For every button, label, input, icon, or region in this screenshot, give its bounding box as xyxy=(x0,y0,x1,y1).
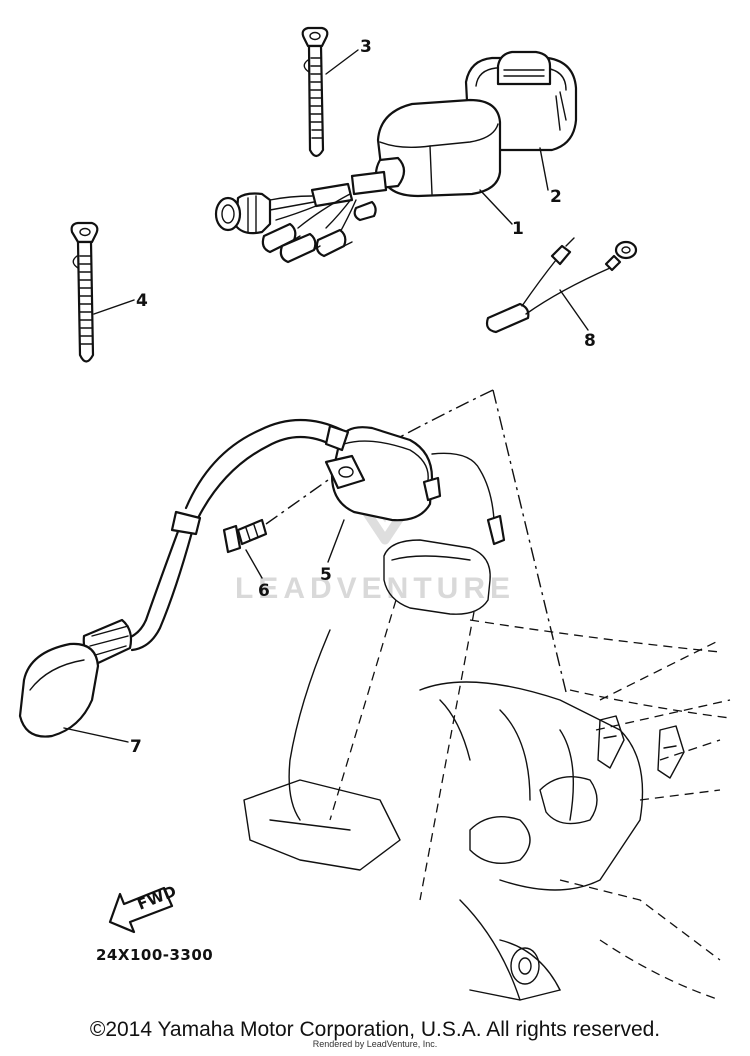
spark-plug-cap[interactable] xyxy=(18,618,133,738)
callout-1: 1 xyxy=(512,219,524,239)
cable-band-upper[interactable] xyxy=(301,26,329,158)
high-tension-cord[interactable] xyxy=(118,418,350,652)
ignition-coil[interactable] xyxy=(324,426,506,546)
callout-5: 5 xyxy=(320,565,332,585)
rendered-by-notice: Rendered by LeadVenture, Inc. xyxy=(312,1039,438,1049)
fwd-arrow: FWD xyxy=(108,882,179,934)
callout-4: 4 xyxy=(136,291,148,311)
lead-wire[interactable] xyxy=(485,237,638,334)
callout-6: 6 xyxy=(258,581,270,601)
callout-8: 8 xyxy=(584,331,596,351)
callout-2: 2 xyxy=(550,187,562,207)
bolt[interactable] xyxy=(222,479,329,554)
callout-7: 7 xyxy=(130,737,142,757)
engine-block-outline xyxy=(243,389,731,1001)
callouts: 3 2 1 4 8 5 6 7 xyxy=(130,37,596,757)
part-code: 24X100-3300 xyxy=(96,946,213,964)
watermark-text: LEADVENTURE xyxy=(235,572,515,605)
copyright-notice: ©2014 Yamaha Motor Corporation, U.S.A. A… xyxy=(89,1018,661,1041)
leader-lines xyxy=(63,49,589,743)
cdi-unit[interactable] xyxy=(214,98,502,264)
cable-band-left[interactable] xyxy=(70,221,99,363)
callout-3: 3 xyxy=(360,37,372,57)
